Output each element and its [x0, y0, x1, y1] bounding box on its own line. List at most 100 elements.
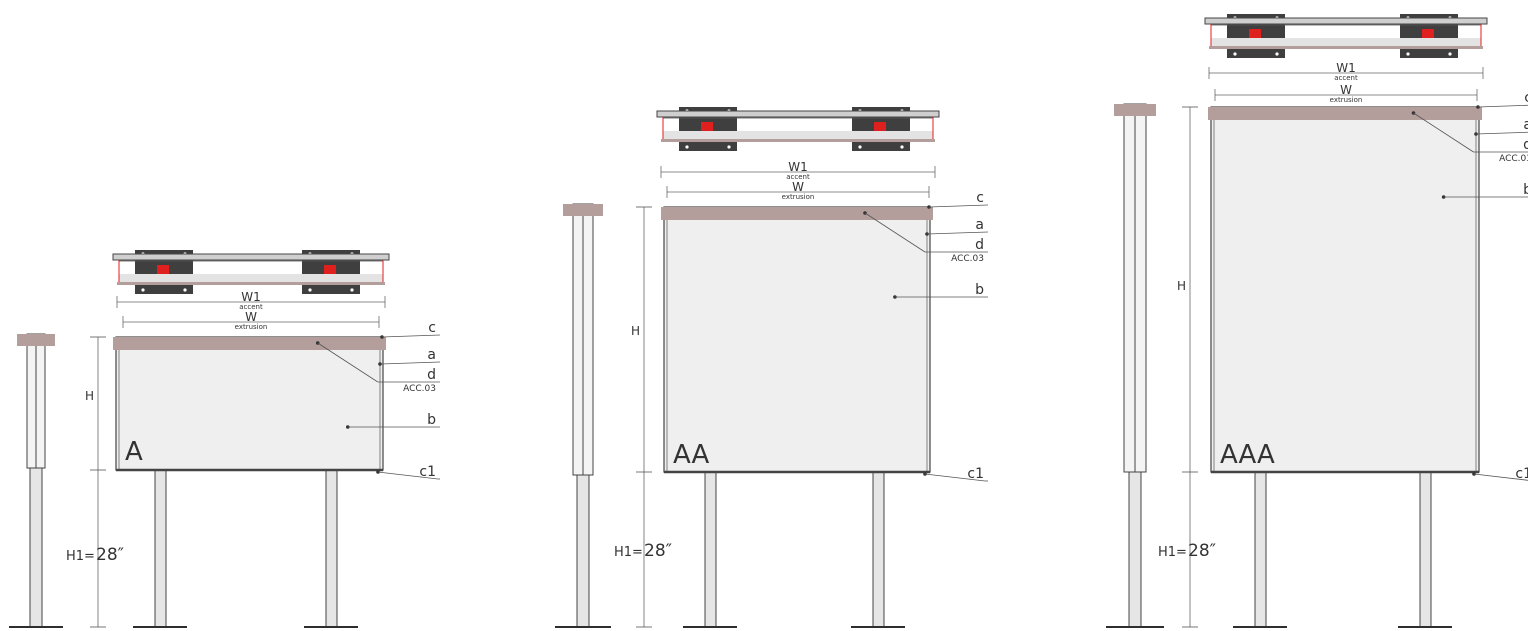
- bracket-bolt: [900, 145, 904, 149]
- callout-d-sub: ACC.03: [951, 254, 984, 264]
- sign-face-panel: [115, 336, 384, 471]
- model-label: AA: [673, 440, 710, 470]
- back-panel: [1211, 38, 1481, 46]
- callout-c1-label: c1: [419, 464, 436, 480]
- accent-rail: [1204, 17, 1488, 25]
- bracket-bolt: [183, 288, 187, 292]
- callout-d-leader: [864, 212, 926, 253]
- callout-d-label: d: [975, 237, 984, 253]
- bracket-bolt: [1448, 52, 1452, 56]
- height-dimensions: H H1=28″: [66, 336, 124, 628]
- post-1: [1254, 471, 1267, 628]
- bottom-accent: [117, 282, 385, 285]
- post-height-value: 28″: [644, 541, 672, 561]
- callout-b-label: b: [1523, 182, 1528, 198]
- front-view: AAA: [1208, 106, 1482, 628]
- accent-rail: [112, 253, 390, 261]
- callout-c-leader: [1477, 104, 1528, 108]
- top-view: [1204, 14, 1488, 58]
- accent-top-cap: [661, 207, 933, 220]
- callout-c-label: c: [976, 190, 984, 206]
- callout-c-label: c: [428, 320, 436, 336]
- post-2: [325, 469, 338, 628]
- callout-c1-leader: [1473, 473, 1528, 481]
- side-view: [1106, 103, 1164, 628]
- bracket-bolt: [350, 288, 354, 292]
- accent-top-cap: [113, 337, 386, 350]
- w1-sub-label: accent: [1334, 74, 1358, 82]
- height-dim-label: H: [85, 389, 94, 403]
- callout-d-sub: ACC.03: [1499, 154, 1528, 164]
- side-post: [1128, 471, 1142, 628]
- callout-c1-leader: [924, 473, 986, 482]
- w-label: W: [792, 180, 804, 194]
- side-accent-cap: [563, 204, 603, 216]
- front-view: A: [113, 336, 386, 628]
- side-post: [576, 474, 590, 628]
- post-height-value: 28″: [96, 545, 124, 565]
- callout-d-label: d: [427, 367, 436, 383]
- callout-c-leader: [928, 204, 989, 208]
- height-dimensions: HH1=28″: [1158, 106, 1216, 628]
- side-view: [555, 203, 611, 628]
- callout-d-leader: [1413, 112, 1474, 153]
- bracket-bolt: [1275, 52, 1279, 56]
- callout-a-label: a: [975, 217, 984, 233]
- post-1: [154, 469, 167, 628]
- callout-c1-label: c1: [967, 466, 984, 482]
- w-sub-label: extrusion: [235, 323, 268, 331]
- accent-top-cap: [1208, 107, 1482, 120]
- side-accent-cap: [17, 334, 55, 346]
- top-view: [112, 250, 390, 294]
- w1-label: W1: [1336, 61, 1356, 75]
- accent-rail: [656, 110, 940, 118]
- post-2: [872, 471, 885, 628]
- bracket-bolt: [685, 145, 689, 149]
- callout-c1-label: c1: [1515, 466, 1528, 482]
- back-panel: [119, 274, 383, 282]
- callout-a-label: a: [427, 347, 436, 363]
- callout-b-label: b: [427, 412, 436, 428]
- w-label: W: [245, 310, 257, 324]
- sign-face-panel: [663, 206, 931, 473]
- back-panel: [663, 131, 933, 139]
- callout-a-label: a: [1523, 117, 1528, 133]
- callout-c-leader: [381, 334, 441, 338]
- bracket-bolt: [141, 288, 145, 292]
- sign-face-panel: [1210, 106, 1480, 473]
- post-height-label: H1=: [66, 549, 95, 564]
- post-height-label: H1=: [614, 545, 643, 560]
- side-view: [9, 333, 63, 628]
- w-label: W: [1340, 83, 1352, 97]
- front-view: AA: [661, 206, 933, 628]
- callout-d-sub: ACC.03: [403, 384, 436, 394]
- top-view: [656, 107, 940, 151]
- bottom-accent: [1209, 46, 1483, 49]
- side-post: [29, 467, 43, 628]
- callout-c-label: c: [1524, 90, 1528, 106]
- w1-sub-label: accent: [239, 303, 263, 311]
- callout-a-leader: [379, 361, 441, 365]
- callout-d-leader: [317, 342, 378, 383]
- w-sub-label: extrusion: [782, 193, 815, 201]
- callout-d-label: d: [1523, 137, 1528, 153]
- w1-sub-label: accent: [786, 173, 810, 181]
- model-label: A: [125, 437, 143, 467]
- height-dim-label: H: [631, 324, 640, 338]
- callout-c1-leader: [377, 471, 439, 480]
- bracket-bolt: [727, 145, 731, 149]
- side-accent-cap: [1114, 104, 1156, 116]
- callout-a-leader: [926, 231, 989, 235]
- callout-b-dot: [1441, 195, 1446, 199]
- bottom-accent: [661, 139, 935, 142]
